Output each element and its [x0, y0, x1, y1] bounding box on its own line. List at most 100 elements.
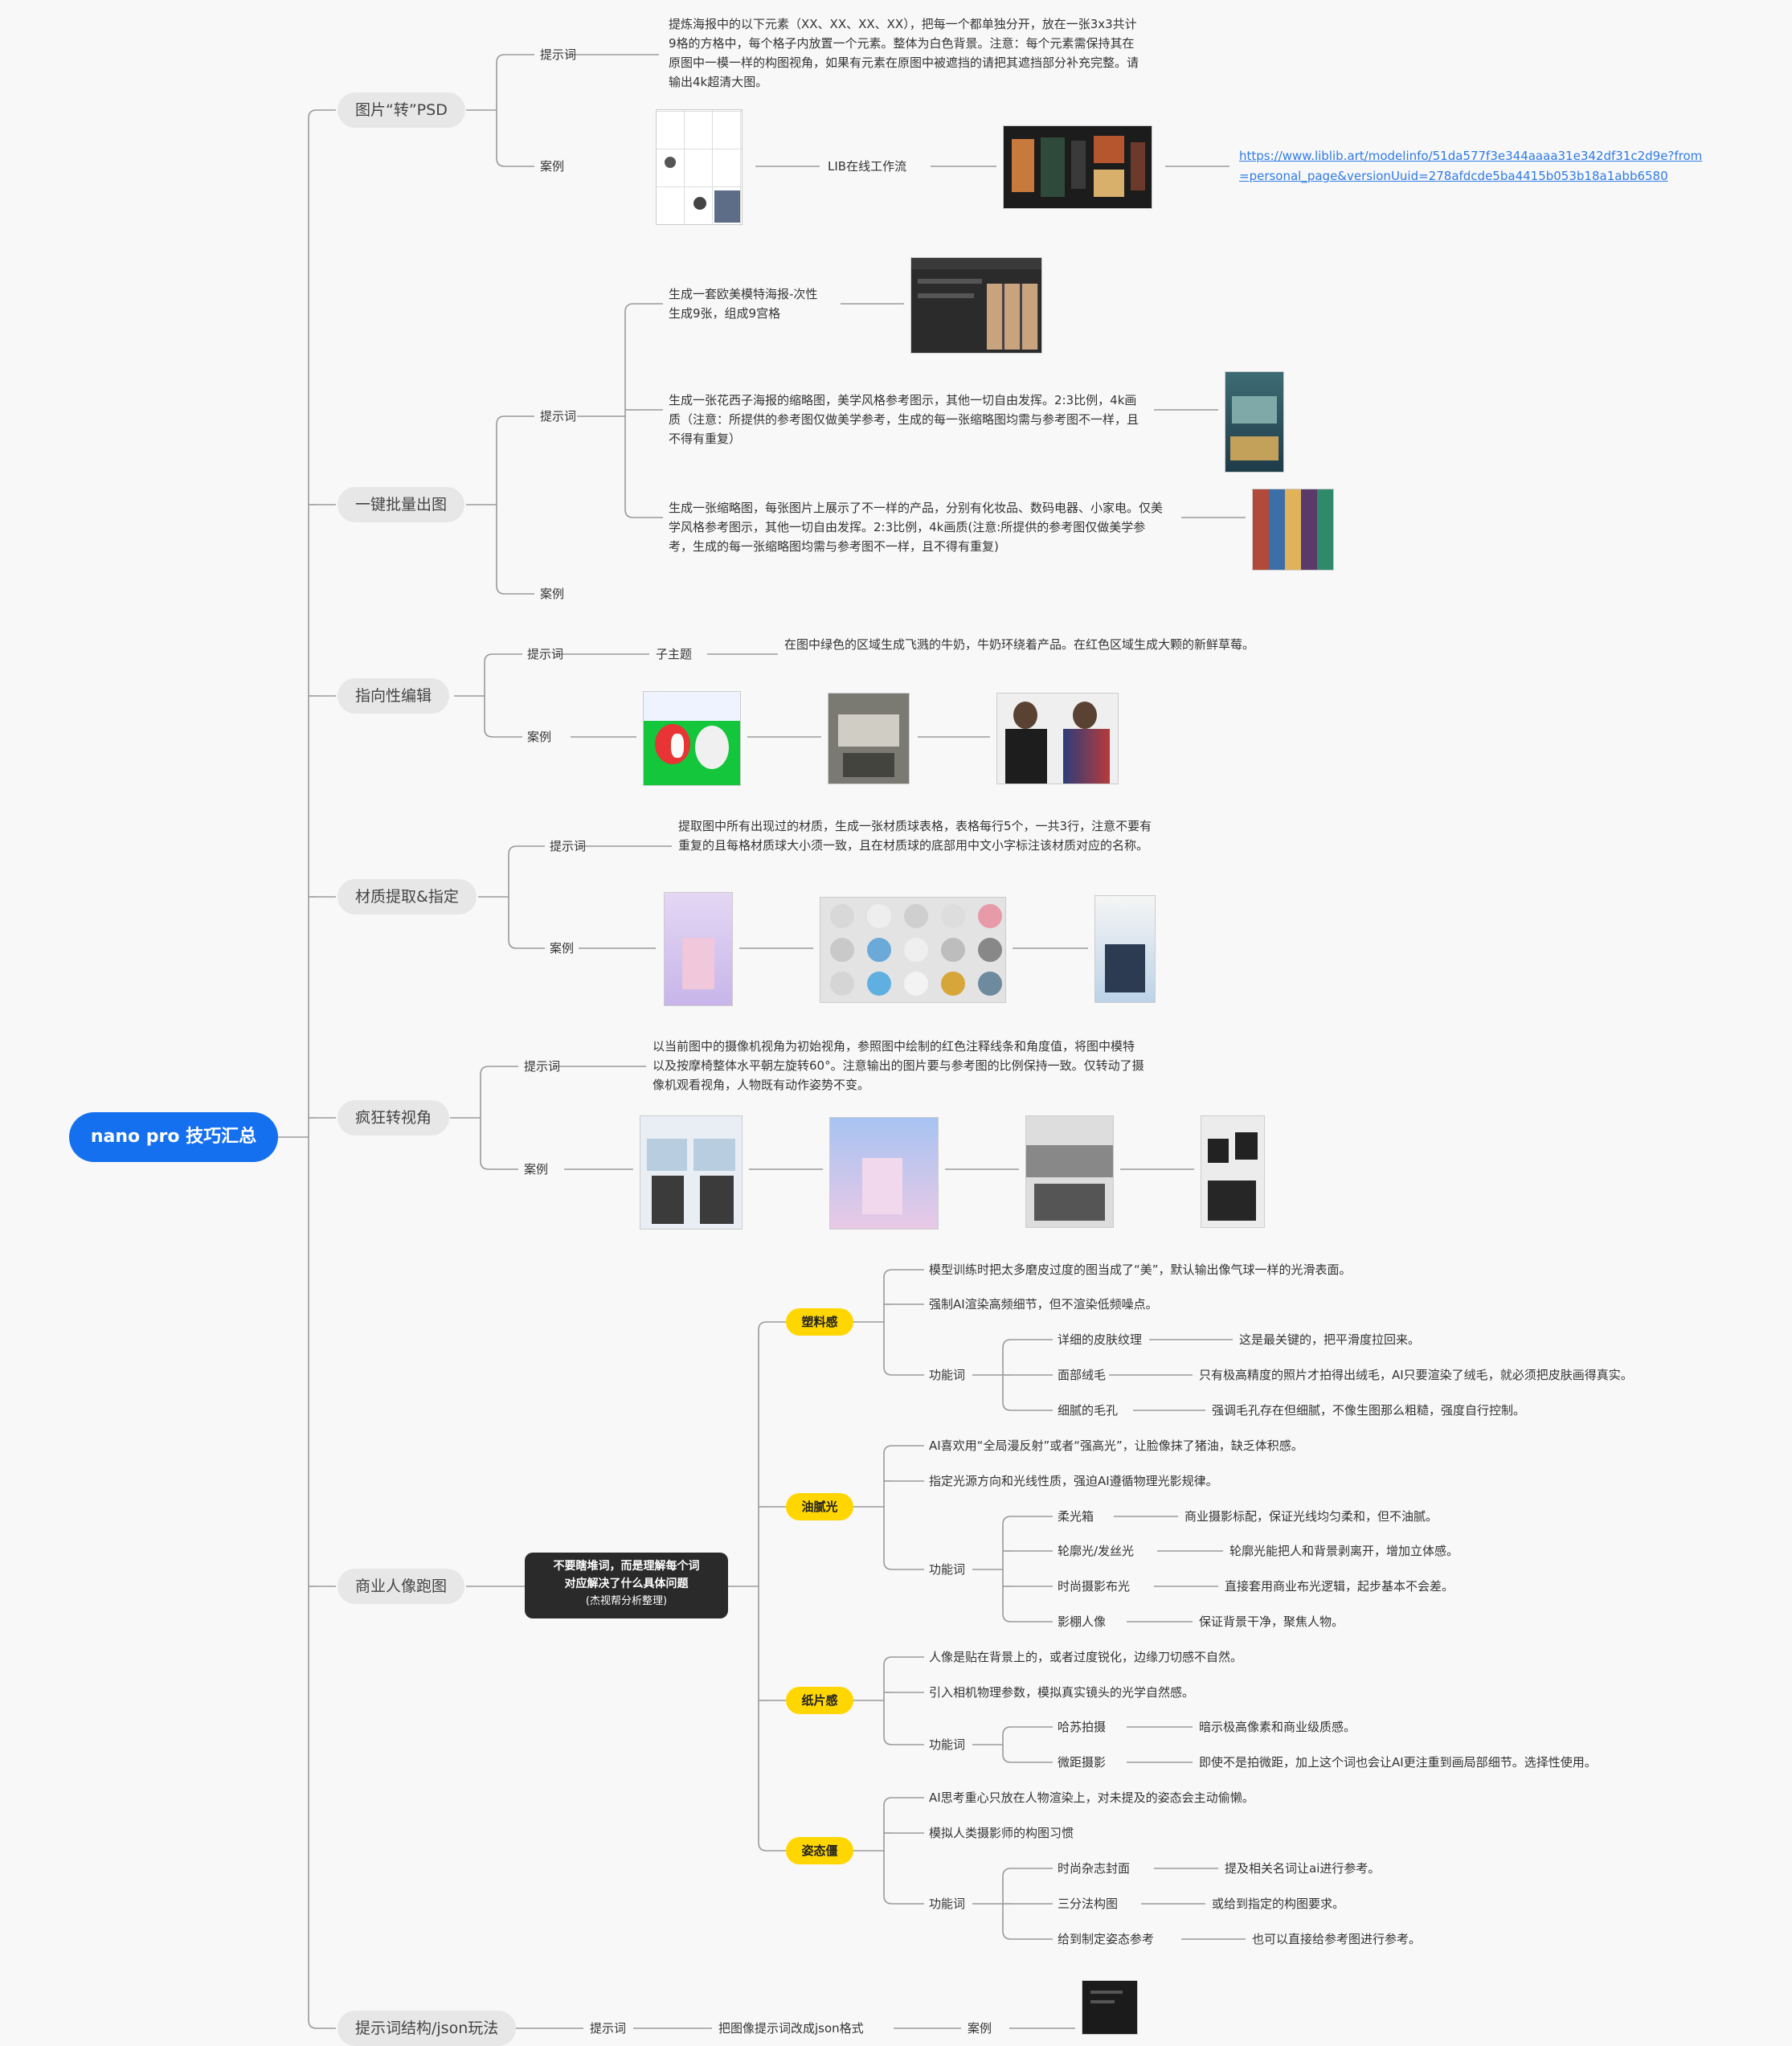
b7-prompt-label[interactable]: 提示词 — [590, 2021, 627, 2036]
c2-f2-key[interactable]: 轮廓光/发丝光 — [1058, 1544, 1135, 1558]
c2-f1-value: 商业摄影标配，保证光线均匀柔和，但不油腻。 — [1184, 1509, 1438, 1524]
b5-image-2 — [829, 1117, 939, 1230]
b4-prompt-text: 提取图中所有出现过的材质，生成一张材质球表格，表格每行5个，一共3行，注意不要有… — [678, 819, 1152, 853]
c2-f4-key[interactable]: 影棚人像 — [1058, 1614, 1107, 1629]
c4-func-label[interactable]: 功能词 — [929, 1897, 966, 1911]
b1-workflow-label[interactable]: LIB在线工作流 — [828, 159, 907, 174]
b4-material-table-image — [820, 897, 1006, 1003]
badge-paper[interactable]: 纸片感 — [786, 1687, 853, 1714]
connector — [1002, 1930, 1012, 1940]
b2-prompt-2: 生成一张花西子海报的缩略图，美学风格参考图示，其他一切自由发挥。2:3比例，4k… — [669, 393, 1139, 446]
connector — [480, 1160, 489, 1170]
b5-image-3 — [1025, 1115, 1114, 1228]
branch-commercial-portrait[interactable]: 商业人像跑图 — [338, 1569, 465, 1604]
c4-f3-value: 也可以直接给参考图进行参考。 — [1252, 1932, 1422, 1946]
b3-image-1 — [643, 691, 741, 786]
b1-case-grid-image — [656, 109, 743, 225]
c3-f1-key[interactable]: 哈苏拍摄 — [1058, 1720, 1107, 1734]
c3-f2-key[interactable]: 微距摄影 — [1058, 1755, 1107, 1770]
connector — [308, 2019, 317, 2029]
b3-image-2 — [828, 693, 910, 784]
b1-workflow-screenshot — [1003, 125, 1152, 209]
connector — [308, 109, 317, 119]
connector — [508, 845, 518, 855]
connector — [624, 303, 634, 313]
c3-solution: 引入相机物理参数，模拟真实镜头的光学自然感。 — [929, 1685, 1195, 1700]
c1-f2-key[interactable]: 面部绒毛 — [1058, 1368, 1107, 1382]
connector — [883, 1797, 893, 1807]
b2-prompt-3: 生成一张缩略图，每张图片上展示了不一样的产品，分别有化妆品、数码电器、小家电。仅… — [669, 501, 1164, 554]
c2-f3-key[interactable]: 时尚摄影布光 — [1058, 1579, 1131, 1594]
branch-batch-output[interactable]: 一键批量出图 — [338, 487, 465, 522]
b1-prompt-label[interactable]: 提示词 — [540, 47, 577, 62]
b4-case-label[interactable]: 案例 — [550, 941, 575, 955]
c2-solution: 指定光源方向和光线性质，强迫AI遵循物理光影规律。 — [929, 1474, 1218, 1488]
connector — [758, 1842, 767, 1852]
connector — [496, 158, 505, 167]
b5-case-label[interactable]: 案例 — [524, 1162, 549, 1176]
b3-prompt-label[interactable]: 提示词 — [527, 647, 564, 661]
b4-prompt-label[interactable]: 提示词 — [550, 839, 587, 853]
b4-image-3 — [1094, 895, 1156, 1003]
connector — [758, 1321, 767, 1331]
root-node[interactable]: nano pro 技巧汇总 — [69, 1112, 278, 1162]
b3-subtopic[interactable]: 子主题 — [656, 647, 693, 661]
branch-crazy-view[interactable]: 疯狂转视角 — [338, 1100, 450, 1136]
branch-material-extract[interactable]: 材质提取&指定 — [338, 879, 477, 915]
b1-liblib-link[interactable]: https://www.liblib.art/modelinfo/51da577… — [1239, 149, 1703, 183]
c4-f3-key[interactable]: 给到制定姿态参考 — [1058, 1932, 1155, 1946]
c4-f1-key[interactable]: 时尚杂志封面 — [1058, 1861, 1131, 1876]
c2-func-label[interactable]: 功能词 — [929, 1562, 966, 1577]
connector — [496, 54, 505, 63]
connector — [1002, 1726, 1012, 1736]
connector — [1002, 1868, 1012, 1877]
connector — [883, 1445, 893, 1455]
c2-problem: AI喜欢用“全局漫反射”或者“强高光”，让脸像抹了猪油，缺乏体积感。 — [929, 1438, 1303, 1453]
connector — [1002, 1753, 1012, 1763]
c4-f2-key[interactable]: 三分法构图 — [1058, 1897, 1119, 1911]
c3-func-label[interactable]: 功能词 — [929, 1737, 966, 1752]
connector — [1002, 1402, 1012, 1411]
c1-func-label[interactable]: 功能词 — [929, 1368, 966, 1382]
b6-hub-card[interactable]: 不要瞎堆词，而是理解每个词 对应解决了什么具体问题 (杰视帮分析整理) — [525, 1553, 728, 1618]
connector — [1002, 1339, 1012, 1348]
badge-oily[interactable]: 油腻光 — [786, 1493, 853, 1520]
connector — [484, 653, 493, 663]
c4-f1-value: 提及相关名词让ai进行参考。 — [1225, 1861, 1381, 1876]
c1-f1-key[interactable]: 详细的皮肤纹理 — [1058, 1332, 1143, 1347]
c3-f1-value: 暗示极高像素和商业级质感。 — [1199, 1720, 1356, 1734]
connector — [508, 939, 518, 949]
b3-case-label[interactable]: 案例 — [527, 730, 552, 744]
b2-image-2 — [1225, 371, 1284, 473]
b3-image-3 — [996, 693, 1119, 784]
badge-pose[interactable]: 姿态僵 — [786, 1837, 853, 1864]
b1-prompt-text: 提炼海报中的以下元素（XX、XX、XX、XX），把每一个都单独分开，放在一张3x… — [669, 17, 1139, 89]
c2-f1-key[interactable]: 柔光箱 — [1058, 1509, 1094, 1524]
b1-case-label[interactable]: 案例 — [540, 159, 565, 174]
b5-prompt-label[interactable]: 提示词 — [524, 1059, 561, 1074]
branch-directional-edit[interactable]: 指向性编辑 — [338, 678, 450, 714]
c2-f3-value: 直接套用商业布光逻辑，起步基本不会差。 — [1225, 1579, 1454, 1594]
b7-subtopic[interactable]: 把图像提示词改成json格式 — [718, 2021, 864, 2036]
branch-image-to-psd[interactable]: 图片“转”PSD — [338, 92, 465, 128]
c1-f3-key[interactable]: 细腻的毛孔 — [1058, 1403, 1119, 1418]
c1-f3-value: 强调毛孔存在但细腻，不像生图那么粗糙，强度自行控制。 — [1212, 1403, 1526, 1418]
badge-plastic[interactable]: 塑料感 — [786, 1308, 853, 1336]
b2-image-3 — [1252, 489, 1334, 571]
connector — [484, 728, 493, 738]
b2-case-label[interactable]: 案例 — [540, 587, 565, 601]
c1-f1-value: 这是最关键的，把平滑度拉回来。 — [1239, 1332, 1421, 1347]
b5-image-4 — [1201, 1115, 1265, 1228]
b7-case-label[interactable]: 案例 — [968, 2021, 992, 2036]
c3-problem: 人像是贴在背景上的，或者过度锐化，边缘刀切感不自然。 — [929, 1650, 1243, 1664]
c2-f2-value: 轮廓光能把人和背景剥离开，增加立体感。 — [1229, 1544, 1459, 1558]
c4-f2-value: 或给到指定的构图要求。 — [1212, 1897, 1345, 1911]
c4-problem: AI思考重心只放在人物渲染上，对未提及的姿态会主动偷懒。 — [929, 1790, 1254, 1805]
b5-image-1 — [640, 1115, 743, 1230]
b2-prompt-label[interactable]: 提示词 — [540, 409, 577, 424]
b7-image — [1082, 1980, 1138, 2035]
connector — [883, 1561, 893, 1570]
c1-problem: 模型训练时把太多磨皮过度的图当成了“美”，默认输出像气球一样的光滑表面。 — [929, 1262, 1352, 1277]
branch-prompt-json[interactable]: 提示词结构/json玩法 — [338, 2011, 517, 2046]
